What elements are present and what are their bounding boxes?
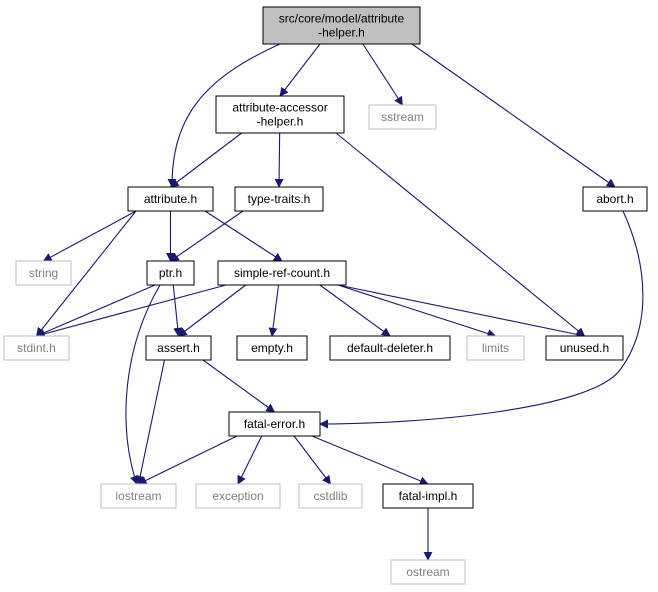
node-label: ptr.h (159, 266, 182, 280)
node-fatalerror[interactable]: fatal-error.h (228, 411, 321, 437)
node-fatalimpl[interactable]: fatal-impl.h (382, 483, 474, 509)
node-box (329, 335, 451, 361)
edge-assert-to-iostream (135, 359, 166, 485)
node-unused[interactable]: unused.h (545, 335, 624, 361)
edge-assert-to-fatalerror (202, 359, 276, 413)
node-box (368, 104, 437, 130)
node-box (298, 483, 363, 509)
edge-abort-to-fatalerror (319, 210, 644, 429)
node-sstream[interactable]: sstream (368, 104, 437, 130)
edge-layer (35, 43, 644, 561)
node-empty[interactable]: empty.h (236, 335, 308, 361)
node-root[interactable]: src/core/model/attribute-helper.h (262, 6, 421, 45)
node-label: limits (482, 341, 509, 355)
node-cstdlib[interactable]: cstdlib (298, 483, 363, 509)
node-label: src/core/model/attribute (279, 12, 405, 26)
node-label: cstdlib (313, 489, 347, 503)
node-label: abort.h (596, 192, 633, 206)
edge-fatalerror-to-cstdlib (293, 435, 332, 485)
edge-ptr-to-stdint (35, 284, 156, 337)
node-accessor[interactable]: attribute-accessor-helper.h (215, 95, 345, 134)
edge-ptr-to-iostream (125, 284, 161, 485)
edge-typetraits-to-ptr (169, 210, 244, 262)
node-box (390, 559, 466, 585)
edge-srefcount-to-limits (337, 284, 497, 338)
node-label: iostream (115, 489, 161, 503)
edge-srefcount-to-deleter (319, 284, 391, 337)
node-label: exception (212, 489, 263, 503)
edge-accessor-to-unused (335, 132, 586, 337)
edge-fatalerror-to-fatalimpl (311, 435, 429, 486)
node-label: empty.h (251, 341, 293, 355)
node-label: -helper.h (318, 26, 365, 40)
edge-root-to-abort (411, 43, 616, 188)
node-label: sstream (381, 110, 424, 124)
node-ptr[interactable]: ptr.h (146, 260, 195, 286)
node-label: simple-ref-count.h (234, 266, 330, 280)
node-box (145, 335, 212, 361)
node-label: attribute-accessor (232, 101, 327, 115)
edge-root-to-accessor (279, 43, 321, 97)
edge-srefcount-to-stdint (35, 284, 227, 339)
node-assert[interactable]: assert.h (145, 335, 212, 361)
node-label: default-deleter.h (347, 341, 433, 355)
node-stdint[interactable]: stdint.h (3, 335, 70, 361)
node-label: fatal-error.h (244, 417, 305, 431)
edge-root-to-attribute (167, 43, 281, 188)
node-label: stdint.h (17, 341, 56, 355)
node-box (262, 6, 421, 45)
node-box (382, 483, 474, 509)
node-box (146, 260, 195, 286)
node-label: -helper.h (257, 115, 304, 129)
node-limits[interactable]: limits (466, 335, 525, 361)
node-label: string (29, 266, 58, 280)
node-label: type-traits.h (248, 192, 311, 206)
node-attribute[interactable]: attribute.h (127, 186, 214, 212)
node-box (236, 335, 308, 361)
node-box (466, 335, 525, 361)
edge-root-to-sstream (362, 43, 403, 106)
node-box (215, 95, 345, 134)
node-box (234, 186, 324, 212)
edge-srefcount-to-empty (268, 284, 280, 337)
edge-accessor-to-attribute (169, 132, 243, 188)
edge-srefcount-to-assert (177, 284, 247, 337)
edge-accessor-to-typetraits (274, 132, 284, 188)
node-box (195, 483, 281, 509)
node-box (127, 186, 214, 212)
node-layer: src/core/model/attribute-helper.hattribu… (3, 6, 648, 585)
node-box (217, 260, 347, 286)
node-box (228, 411, 321, 437)
edge-attribute-to-srefcount (204, 210, 283, 262)
node-label: ostream (406, 565, 449, 579)
node-abort[interactable]: abort.h (582, 186, 648, 212)
node-label: attribute.h (144, 192, 197, 206)
node-typetraits[interactable]: type-traits.h (234, 186, 324, 212)
node-deleter[interactable]: default-deleter.h (329, 335, 451, 361)
node-box (15, 260, 72, 286)
node-ostream[interactable]: ostream (390, 559, 466, 585)
edge-srefcount-to-unused (337, 284, 586, 339)
node-label: unused.h (560, 341, 609, 355)
node-srefcount[interactable]: simple-ref-count.h (217, 260, 347, 286)
edge-attribute-to-stdint (35, 210, 137, 337)
edge-fatalerror-to-exception (237, 435, 263, 485)
node-label: fatal-impl.h (399, 489, 458, 503)
node-label: assert.h (157, 341, 200, 355)
node-iostream[interactable]: iostream (100, 483, 177, 509)
edge-ptr-to-assert (172, 284, 183, 337)
node-box (3, 335, 70, 361)
node-box (100, 483, 177, 509)
node-exception[interactable]: exception (195, 483, 281, 509)
node-box (545, 335, 624, 361)
edge-fatalerror-to-iostream (137, 435, 238, 485)
node-box (582, 186, 648, 212)
node-string[interactable]: string (15, 260, 72, 286)
edge-attribute-to-string (42, 210, 137, 262)
